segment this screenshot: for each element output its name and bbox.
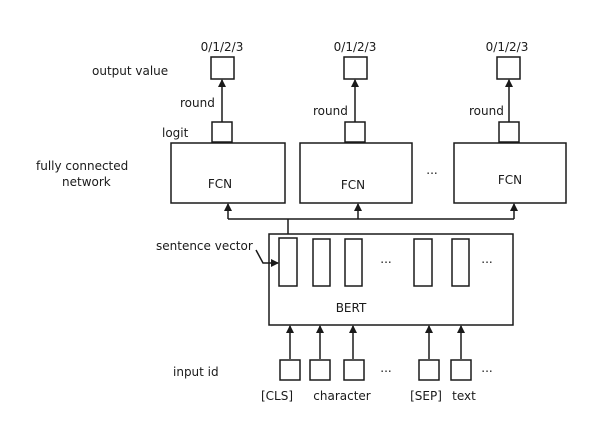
round-label-2: round — [313, 104, 348, 118]
token-vector-3 — [344, 238, 363, 287]
output-value-3: 0/1/2/3 — [486, 40, 529, 54]
text-vector — [451, 238, 470, 287]
output-value-1: 0/1/2/3 — [201, 40, 244, 54]
output-value-2: 0/1/2/3 — [334, 40, 377, 54]
input-box-character — [309, 359, 331, 381]
logit-box-1 — [211, 121, 233, 143]
cls-vector — [278, 237, 298, 287]
input-box-cls — [279, 359, 301, 381]
input-id-label: input id — [173, 365, 219, 379]
output-box-1 — [210, 56, 235, 80]
fcn-ellipsis: ... — [426, 163, 437, 177]
bert-vector-ellipsis-1: ... — [380, 252, 391, 266]
round-label-1: round — [180, 96, 215, 110]
output-value-label: output value — [92, 64, 168, 78]
fcn-box-1 — [170, 142, 286, 204]
sentence-vector-arrow — [255, 249, 279, 267]
fcn-label-3: FCN — [498, 173, 522, 187]
fcn-label-1: FCN — [208, 177, 232, 191]
token-label-character: character — [313, 389, 371, 403]
fcn-box-3 — [453, 142, 567, 204]
output-box-2 — [343, 56, 368, 80]
token-label-cls: [CLS] — [261, 389, 293, 403]
input-box-3 — [343, 359, 365, 381]
fcn-box-2 — [299, 142, 413, 204]
bert-vector-ellipsis-2: ... — [481, 252, 492, 266]
bert-box — [268, 233, 514, 326]
input-ellipsis-1: ... — [380, 361, 391, 375]
logit-label: logit — [162, 126, 189, 140]
token-label-text: text — [452, 389, 476, 403]
sep-vector — [413, 238, 433, 287]
fcn-section-label-line1: fully connected — [36, 159, 128, 173]
token-vector-2 — [312, 238, 331, 287]
sentence-vector-label: sentence vector — [156, 239, 253, 253]
bert-label: BERT — [336, 301, 367, 315]
logit-box-2 — [344, 121, 366, 143]
output-box-3 — [496, 56, 521, 80]
input-box-text — [450, 359, 472, 381]
fcn-section-label-line2: network — [62, 175, 111, 189]
logit-box-3 — [498, 121, 520, 143]
input-box-sep — [418, 359, 440, 381]
round-label-3: round — [469, 104, 504, 118]
input-ellipsis-2: ... — [481, 361, 492, 375]
token-label-sep: [SEP] — [410, 389, 442, 403]
fcn-label-2: FCN — [341, 178, 365, 192]
